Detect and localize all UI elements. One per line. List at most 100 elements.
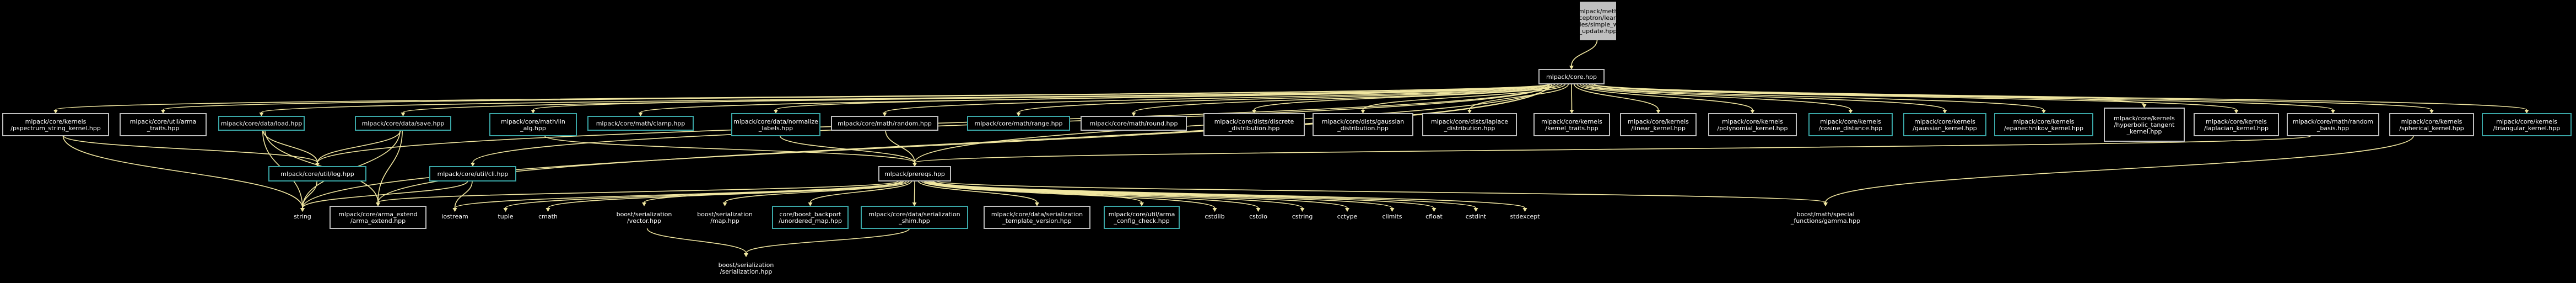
node-cstdlib[interactable]: cstdlib: [1201, 212, 1229, 221]
node-cstdio[interactable]: cstdio: [1246, 212, 1271, 221]
node-box: [2104, 108, 2185, 142]
node-load[interactable]: mlpack/core/data/load.hpp: [218, 116, 305, 131]
edge-line: [1591, 83, 2237, 110]
node-climits[interactable]: climits: [1378, 212, 1406, 221]
node-box: [429, 166, 516, 181]
node-label: mlpack/core/dists/gaussian: [1322, 118, 1405, 125]
node-arma_extend[interactable]: mlpack/core/arma_extend/arma_extend.hpp: [330, 206, 426, 229]
node-hyperbolic[interactable]: mlpack/core/kernels/hyperbolic_tangent_k…: [2104, 108, 2185, 142]
node-bs_vector[interactable]: boost/serialization/vector.hpp: [611, 206, 677, 228]
node-box: [218, 116, 305, 131]
node-box: [2194, 113, 2279, 136]
node-box: [1808, 113, 1893, 136]
node-label: /unordered_map.hpp: [779, 217, 842, 225]
edge-prereqs-to-cstdlib: [923, 180, 1217, 212]
node-random_basis[interactable]: mlpack/core/math/random_basis.hpp: [2287, 113, 2379, 136]
node-arma_config[interactable]: mlpack/core/util/arma_config_check.hpp: [1104, 206, 1180, 229]
node-cosine[interactable]: mlpack/core/kernels/cosine_distance.hpp: [1808, 113, 1893, 136]
node-gamma[interactable]: boost/math/special_functions/gamma.hpp: [1786, 206, 1865, 228]
edge-line: [779, 135, 915, 163]
node-epanechnikov[interactable]: mlpack/core/kernels/epanechnikov_kernel.…: [1994, 113, 2093, 136]
edge-line: [377, 180, 899, 203]
node-box: [731, 113, 820, 136]
node-stdexcept[interactable]: stdexcept: [1506, 212, 1544, 221]
node-log[interactable]: mlpack/core/util/log.hpp: [268, 166, 366, 181]
node-normalize[interactable]: mlpack/core/data/normalize_labels.hpp: [731, 113, 820, 136]
node-ser_template[interactable]: mlpack/core/data/serialization_template_…: [984, 206, 1090, 229]
node-label: _distribution.hpp: [1444, 125, 1495, 132]
node-prereqs[interactable]: mlpack/prereqs.hpp: [878, 166, 951, 181]
node-gaussian_dist[interactable]: mlpack/core/dists/gaussian_distribution.…: [1313, 113, 1413, 136]
node-discrete[interactable]: mlpack/core/dists/discrete_distribution.…: [1203, 113, 1305, 136]
node-bs_map[interactable]: boost/serialization/map.hpp: [692, 206, 758, 228]
node-cmath[interactable]: cmath: [536, 212, 560, 221]
edge-arrowhead: [2524, 110, 2529, 114]
node-lin_alg[interactable]: mlpack/core/math/lin_alg.hpp: [489, 113, 577, 136]
edge-line: [62, 135, 303, 209]
node-save[interactable]: mlpack/core/data/save.hpp: [355, 116, 451, 131]
node-label: mlpack/core/dists/laplace: [1431, 118, 1508, 125]
node-arma_traits[interactable]: mlpack/core/util/arma_traits.hpp: [120, 113, 207, 136]
edge-line: [936, 180, 1826, 203]
node-range[interactable]: mlpack/core/math/range.hpp: [967, 116, 1070, 131]
edge-line: [1593, 83, 2528, 110]
edge-arrowhead: [1345, 208, 1349, 212]
node-cstring[interactable]: cstring: [1288, 212, 1317, 221]
node-label: climits: [1382, 213, 1402, 220]
node-box: [967, 116, 1070, 131]
edge-line: [1593, 83, 2334, 110]
edge-bs_vector-to-bs_serialization: [646, 228, 748, 257]
edge-core-to-cosine: [1579, 83, 1853, 114]
node-string[interactable]: string: [289, 212, 316, 221]
node-linear_kernel[interactable]: mlpack/core/kernels/linear_kernel.hpp: [1620, 113, 1697, 136]
node-cstdint[interactable]: cstdint: [1463, 212, 1489, 221]
edge-arrowhead: [1569, 110, 1574, 114]
node-cctype[interactable]: cctype: [1333, 212, 1361, 221]
node-label: mlpack/core/kernels: [2496, 118, 2557, 125]
node-unordered_map[interactable]: core/boost_backport/unordered_map.hpp: [772, 206, 849, 229]
node-spherical[interactable]: mlpack/core/kernels/spherical_kernel.hpp: [2389, 113, 2474, 136]
node-label: mlpack/core/util/arma: [130, 118, 197, 125]
node-core[interactable]: mlpack/core.hpp: [1538, 69, 1605, 84]
edge-prereqs-to-ser_shim: [912, 180, 917, 206]
node-laplacian[interactable]: mlpack/core/kernels/laplacian_kernel.hpp: [2194, 113, 2279, 136]
edge-arrowhead: [912, 202, 917, 206]
node-label: cstdint: [1466, 213, 1487, 220]
edge-core-to-string: [300, 83, 1550, 212]
node-ser_shim[interactable]: mlpack/core/data/serialization_shim.hpp: [861, 206, 968, 229]
node-iostream[interactable]: iostream: [438, 212, 472, 221]
edge-arrowhead: [1016, 113, 1021, 116]
node-tuple[interactable]: tuple: [494, 212, 517, 221]
edge-arrowhead: [1360, 110, 1365, 114]
node-root[interactable]: src/mlpack/methods/perceptron/learning_p…: [1562, 2, 1634, 40]
edge-line: [1576, 83, 1753, 110]
node-laplace_dist[interactable]: mlpack/core/dists/laplace_distribution.h…: [1422, 113, 1517, 136]
node-gaussian_kernel[interactable]: mlpack/core/kernels/gaussian_kernel.hpp: [1903, 113, 1986, 136]
node-triangular[interactable]: mlpack/core/kernels/triangular_kernel.hp…: [2482, 113, 2572, 136]
node-random[interactable]: mlpack/core/math/random.hpp: [831, 116, 938, 131]
node-bs_serialization[interactable]: boost/serialization/serialization.hpp: [713, 257, 779, 279]
node-round[interactable]: mlpack/core/math/round.hpp: [1081, 116, 1187, 131]
node-cfloat[interactable]: cfloat: [1422, 212, 1446, 221]
edge-arrowhead: [1432, 208, 1436, 212]
node-label: _shim.hpp: [898, 217, 930, 225]
node-box: [713, 257, 779, 279]
node-box: [1708, 113, 1797, 136]
node-clamp[interactable]: mlpack/core/math/clamp.hpp: [587, 116, 694, 131]
edge-line: [885, 130, 915, 163]
node-kernel_traits[interactable]: mlpack/core/kernels/kernel_traits.hpp: [1533, 113, 1610, 136]
edge-arrowhead: [1569, 66, 1574, 70]
node-label: boost/serialization: [697, 211, 753, 218]
edge-line: [1585, 83, 2044, 110]
edge-arrowhead: [1256, 208, 1261, 212]
node-poly_kernel[interactable]: mlpack/core/kernels/polynomial_kernel.hp…: [1708, 113, 1797, 136]
node-cli[interactable]: mlpack/core/util/cli.hpp: [429, 166, 516, 181]
edge-prereqs-to-iostream: [452, 180, 901, 212]
node-box: [330, 206, 426, 229]
node-label: core/boost_backport: [779, 211, 841, 218]
node-pspectrum[interactable]: mlpack/core/kernels/pspectrum_string_ker…: [2, 113, 109, 136]
node-label: mlpack/core/util/log.hpp: [280, 170, 354, 178]
node-box: [1203, 113, 1305, 136]
node-box: [1104, 206, 1180, 229]
